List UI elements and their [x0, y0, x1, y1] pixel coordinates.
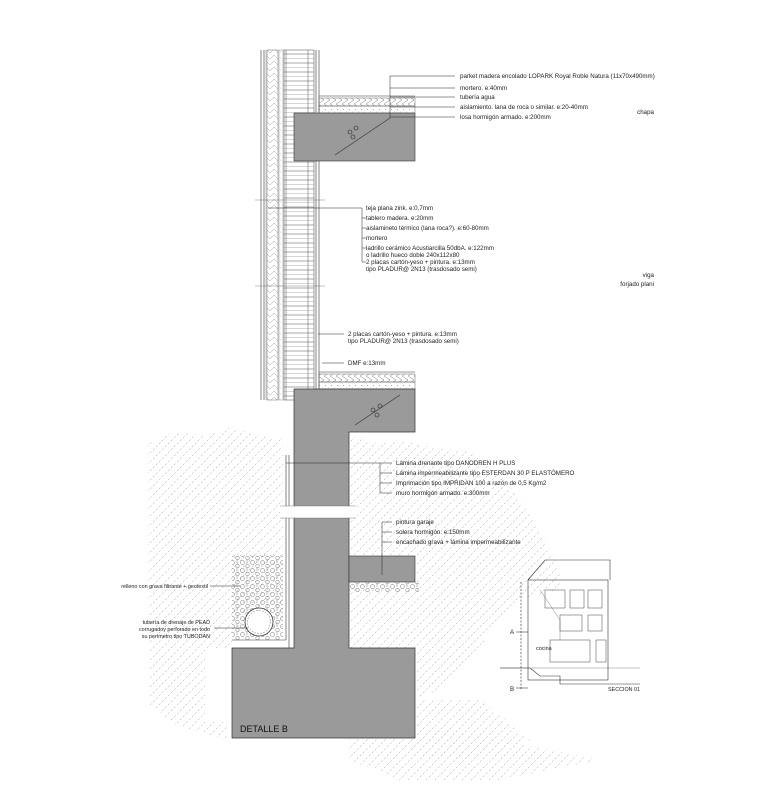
label-mortero-40: mortero. e:40mm	[460, 85, 507, 92]
label-pintura: pintura garaje	[396, 519, 434, 526]
label-tuberia-drenaje: tubería de drenaje de PEAD	[143, 620, 211, 626]
marker-b: B	[510, 686, 514, 693]
gravel-under-slab	[349, 582, 419, 592]
basement-wall-labels: Lámina drenante tipo DANODREN H PLUS Lám…	[396, 460, 575, 497]
label-lamina-drenante: Lámina drenante tipo DANODREN H PLUS	[396, 460, 515, 467]
section-inset: A B cocina SECCION 01	[500, 559, 640, 693]
facade-labels: teja plana zink. e:0,7mm tablero madera.…	[366, 205, 494, 273]
marker-a: A	[510, 629, 515, 636]
label-aislamiento: aislamiento. lana de roca o similar. e:2…	[460, 104, 588, 111]
concrete-wall-footing	[231, 388, 416, 739]
label-losa: losa hormigón armado. e:200mm	[460, 114, 551, 121]
drain-pipe-icon	[244, 607, 274, 637]
ground-floor-slab	[318, 371, 416, 390]
garage-floor-labels: pintura garaje solera hormigón. e:150mm …	[396, 519, 521, 546]
label-pladur: tipo PLADUR@ 2N13 (trasdosado semi)	[366, 266, 477, 273]
label-parket: parket madera encolado LOPARK Royal Robl…	[460, 73, 655, 80]
inset-room-label: cocina	[536, 646, 552, 652]
label-muro: muro hormigón armado. e:300mm	[396, 490, 490, 497]
section-label: SECCION 01	[608, 687, 640, 693]
inner-wall-labels: 2 placas cartón-yeso + pintura. e:13mm t…	[348, 331, 459, 367]
label-encachado: encachado grava + lámina impermeabilizan…	[396, 539, 521, 546]
label-relleno: relleno con grava filtrante + geotextil	[121, 584, 208, 590]
label-pladur-inner: tipo PLADUR@ 2N13 (trasdosado semi)	[348, 338, 459, 345]
label-ladrillo-hueco: o ladrillo hueco doble 240x112x80	[366, 252, 460, 259]
label-ladrillo: ladrillo cerámico Acustiarcilla 50dbA. e…	[366, 245, 494, 252]
label-solera: solera hormigón. e:150mm	[396, 529, 470, 536]
label-imprimacion: Imprimación tipo IMPRIDAN 100 a razón de…	[396, 480, 547, 487]
soil-under-footing	[410, 700, 530, 760]
facade-wall	[255, 49, 325, 401]
label-tablero: tablero madera. e:20mm	[366, 215, 433, 222]
right-edge-labels: chapa viga forjado plani	[620, 109, 654, 288]
label-aislamiento-termico: aislamineto térmico (lana roca?). e:60-8…	[366, 225, 489, 232]
label-mortero: mortero	[366, 235, 388, 242]
soil-mass-left	[148, 428, 283, 740]
label-lamina-impermeabilizante: Lámina impermeabilizante tipo ESTERDAN 3…	[396, 470, 575, 477]
label-dmf: DMF e:13mm	[348, 360, 385, 367]
label-chapa: chapa	[637, 109, 654, 116]
label-viga: viga	[643, 272, 655, 279]
label-teja: teja plana zink. e:0,7mm	[366, 205, 433, 212]
label-placas: 2 placas cartón-yeso + pintura. e:13mm	[366, 259, 475, 266]
label-corrugado: corrugadoy perforado en todo	[139, 627, 210, 633]
leader-lines	[210, 75, 455, 629]
label-perimetro: su perímetro tipo TUBODAN	[142, 634, 210, 640]
floor-top-labels: parket madera encolado LOPARK Royal Robl…	[460, 73, 655, 121]
drain-labels: relleno con grava filtrante + geotextil …	[121, 584, 210, 640]
label-tuberia: tubería agua	[460, 94, 495, 101]
upper-floor-slab	[293, 95, 416, 162]
label-placas-inner: 2 placas cartón-yeso + pintura. e:13mm	[348, 331, 457, 338]
drawing-title: DETALLE B	[240, 724, 288, 734]
label-forjado: forjado plani	[620, 281, 654, 288]
